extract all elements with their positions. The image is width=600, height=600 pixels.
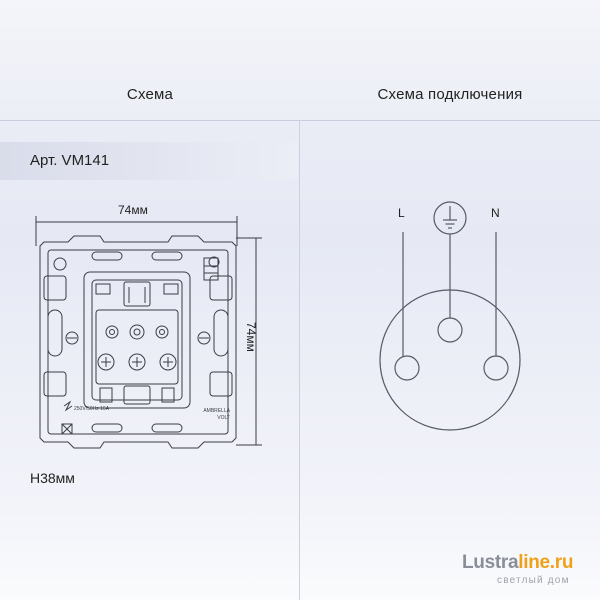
neutral-pin [483, 355, 509, 381]
scheme-title: Схема [126, 86, 174, 103]
socket-body [83, 271, 191, 409]
article-band [0, 142, 298, 180]
width-label: 74мм [118, 203, 148, 217]
earth-symbol-ring [433, 201, 467, 235]
header [0, 0, 600, 120]
live-label: L [398, 206, 405, 220]
mount-slot-left [47, 309, 63, 357]
screw-left [65, 331, 79, 345]
mount-slot-right [213, 309, 229, 357]
rating-engraving: 250V/50Hz 16A [74, 406, 110, 412]
header-divider [0, 120, 600, 121]
article-number: Арт. VM141 [30, 152, 110, 169]
brand-engraving: AMBRELLA VOLT [203, 408, 230, 421]
column-divider [299, 120, 300, 600]
terminal-block [95, 309, 179, 385]
watermark-brand-main: Lustra [462, 552, 519, 573]
screw-right [197, 331, 211, 345]
watermark-logo: Lustraline.ru [462, 552, 574, 574]
wiring-title: Схема подключения [377, 86, 523, 103]
socket-frame [39, 235, 237, 449]
watermark-brand-accent: line.ru [518, 552, 574, 573]
neutral-label: N [491, 206, 500, 220]
earth-pin [437, 317, 463, 343]
watermark-tagline: светлый дом [497, 575, 570, 586]
live-pin [394, 355, 420, 381]
depth-label: H38мм [30, 470, 75, 486]
